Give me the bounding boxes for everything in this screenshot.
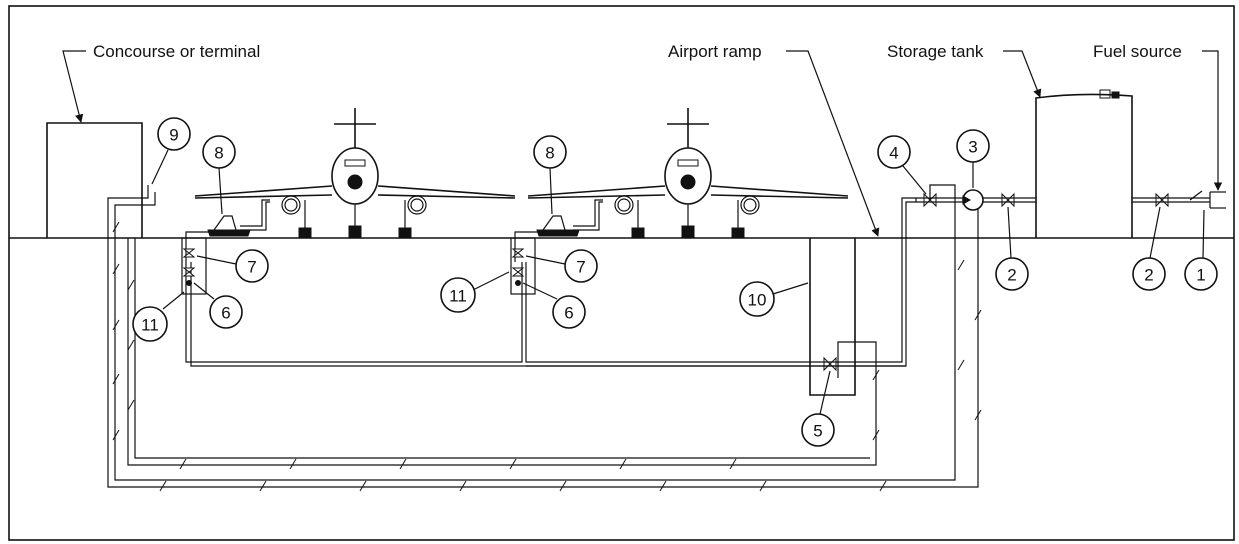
callout-9-text: 9: [169, 126, 178, 145]
callout-8-left: 8: [202, 135, 236, 215]
callout-5-text: 5: [813, 422, 822, 441]
callout-3: 3: [956, 129, 990, 188]
callout-2-tank-text: 2: [1007, 266, 1016, 285]
callout-7-left: 7: [196, 249, 269, 283]
hydrant-riser-left: [185, 231, 216, 262]
pump-3-icon: [962, 189, 984, 211]
callout-2-source: 2: [1132, 206, 1166, 291]
callout-8-left-text: 8: [214, 144, 223, 163]
control-line-hatches: [112, 221, 982, 492]
callout-4: 4: [877, 135, 927, 195]
check-valve-1-icon: [1189, 190, 1226, 209]
callout-5: 5: [801, 370, 835, 447]
concourse-building: [46, 122, 143, 238]
label-concourse: Concourse or terminal: [62, 42, 260, 123]
valve-5-icon: [823, 356, 837, 372]
hydrant-fuel-pipe: [185, 197, 1210, 367]
callout-2-source-text: 2: [1144, 266, 1153, 285]
valve-2-source-icon: [1155, 192, 1169, 208]
callout-3-text: 3: [968, 138, 977, 157]
storage-tank: [1035, 89, 1133, 238]
callout-11-right-text: 11: [449, 287, 467, 306]
callout-7-right: 7: [525, 249, 598, 283]
hydrant-cart-left: [207, 215, 251, 237]
callout-7-left-text: 7: [247, 258, 256, 277]
fuel-label: Fuel source: [1093, 42, 1182, 61]
valve-pit-10: [809, 238, 856, 396]
label-ramp: Airport ramp: [668, 42, 880, 237]
callout-9: 9: [151, 117, 191, 185]
hydrant-pit-right: [510, 237, 536, 295]
callout-11-right: 11: [440, 271, 510, 313]
hydrant-riser-right: [514, 231, 545, 262]
airplane-left: [194, 108, 516, 239]
callout-6-left-text: 6: [221, 304, 230, 323]
callout-4-text: 4: [889, 144, 898, 163]
ramp-label: Airport ramp: [668, 42, 762, 61]
callout-1-text: 1: [1196, 266, 1205, 285]
callout-2-tank: 2: [995, 206, 1029, 291]
label-fuel: Fuel source: [1093, 42, 1223, 191]
callout-11-left: 11: [132, 291, 185, 342]
callout-6-left: 6: [193, 282, 243, 329]
pit-valves-right: [511, 248, 525, 286]
callout-8-right: 8: [533, 135, 567, 215]
concourse-label: Concourse or terminal: [93, 42, 260, 61]
callout-6-right-text: 6: [564, 304, 573, 323]
storage-label: Storage tank: [887, 42, 984, 61]
pit-valves-left: [182, 248, 196, 286]
valve-2-tank-icon: [1001, 192, 1015, 208]
diagram-frame: [8, 5, 1235, 541]
callout-10: 10: [739, 281, 809, 317]
label-storage: Storage tank: [887, 42, 1042, 98]
callout-1: 1: [1184, 209, 1218, 291]
hydrant-pit-left: [181, 237, 207, 295]
callout-7-right-text: 7: [576, 258, 585, 277]
valve-4-icon: [923, 192, 937, 208]
callout-6-right: 6: [522, 282, 586, 329]
callout-10-text: 10: [748, 291, 767, 310]
control-lines: [107, 184, 979, 488]
callout-11-left-text: 11: [141, 316, 159, 335]
airplane-right: [527, 108, 849, 239]
callout-8-right-text: 8: [545, 144, 554, 163]
hydrant-cart-right: [536, 215, 580, 237]
